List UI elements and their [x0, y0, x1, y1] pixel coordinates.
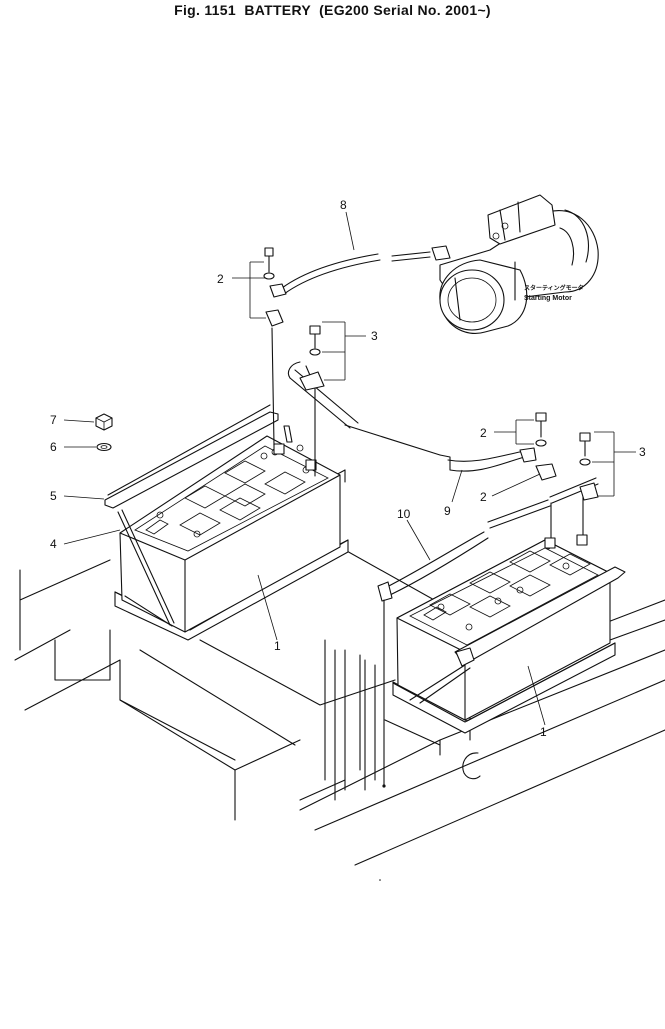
cable-10: [377, 477, 599, 786]
callout-6: 6: [50, 440, 57, 454]
terminal-bolt-group-right: [535, 412, 599, 501]
frame-structure: [14, 469, 665, 866]
callout-10: 10: [397, 507, 411, 521]
cable-9: [439, 447, 537, 472]
cable-left-connector: [271, 327, 441, 477]
callout-7: 7: [50, 413, 57, 427]
starting-motor-label-jp: スターティングモータ: [524, 284, 584, 292]
callout-1-right: 1: [540, 725, 547, 739]
terminal-bolt-group-top: [263, 247, 325, 391]
callout-4: 4: [50, 537, 57, 551]
figure-title: Fig. 1151 BATTERY (EG200 Serial No. 2001…: [174, 2, 491, 18]
callout-9: 9: [444, 504, 451, 518]
callout-3-top: 3: [371, 329, 378, 343]
speck: [379, 879, 381, 881]
leader-lines: [63, 211, 636, 726]
battery-left: [104, 404, 349, 641]
cable-8: [269, 245, 451, 298]
drain-point: [382, 784, 386, 788]
callout-5: 5: [50, 489, 57, 503]
callout-2-top: 2: [217, 272, 224, 286]
callout-8: 8: [340, 198, 347, 212]
callout-2-right-upper: 2: [480, 426, 487, 440]
callout-3-right: 3: [639, 445, 646, 459]
battery-right: [392, 534, 626, 734]
callout-labels: 8 2 3 7 6 5 4 1 10 2 2 3 9 1: [50, 198, 646, 739]
callout-2-right-lower: 2: [480, 490, 487, 504]
callout-1-left: 1: [274, 639, 281, 653]
starting-motor-label-en: Starting Motor: [524, 295, 572, 302]
starting-motor: スターティングモータ Starting Motor: [439, 194, 599, 334]
nut-washer-7-6: [95, 413, 113, 452]
